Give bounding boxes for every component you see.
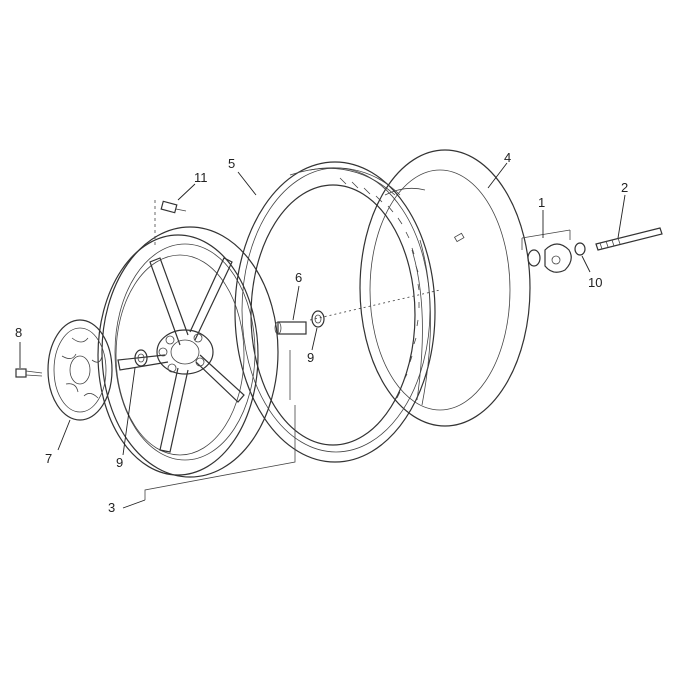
axle: [595, 227, 663, 251]
washer: [574, 242, 586, 256]
disc-bolt: [15, 368, 43, 378]
speedo-drive: [527, 243, 572, 273]
callout-1: 1: [538, 195, 545, 210]
callout-2: 2: [621, 180, 628, 195]
callout-5: 5: [228, 156, 235, 171]
valve: [160, 200, 187, 214]
bearing-right: [311, 310, 325, 328]
brake-disc: [47, 319, 113, 421]
callout-4: 4: [504, 150, 511, 165]
callout-6: 6: [295, 270, 302, 285]
callout-9-bearing-left: 9: [116, 455, 123, 470]
wheel-rim: [97, 226, 279, 478]
spacer: [274, 321, 307, 335]
tyre: [234, 161, 436, 463]
callout-11: 11: [194, 170, 208, 185]
callout-10: 10: [588, 275, 602, 290]
callout-8: 8: [15, 325, 22, 340]
callout-7: 7: [45, 451, 52, 466]
callout-9-bearing-right: 9: [307, 350, 314, 365]
assembly-guide-lines: [144, 200, 571, 500]
inner-tube: [359, 149, 531, 427]
callout-3: 3: [108, 500, 115, 515]
bearing-left: [134, 349, 148, 367]
leader-lines: [19, 162, 626, 509]
